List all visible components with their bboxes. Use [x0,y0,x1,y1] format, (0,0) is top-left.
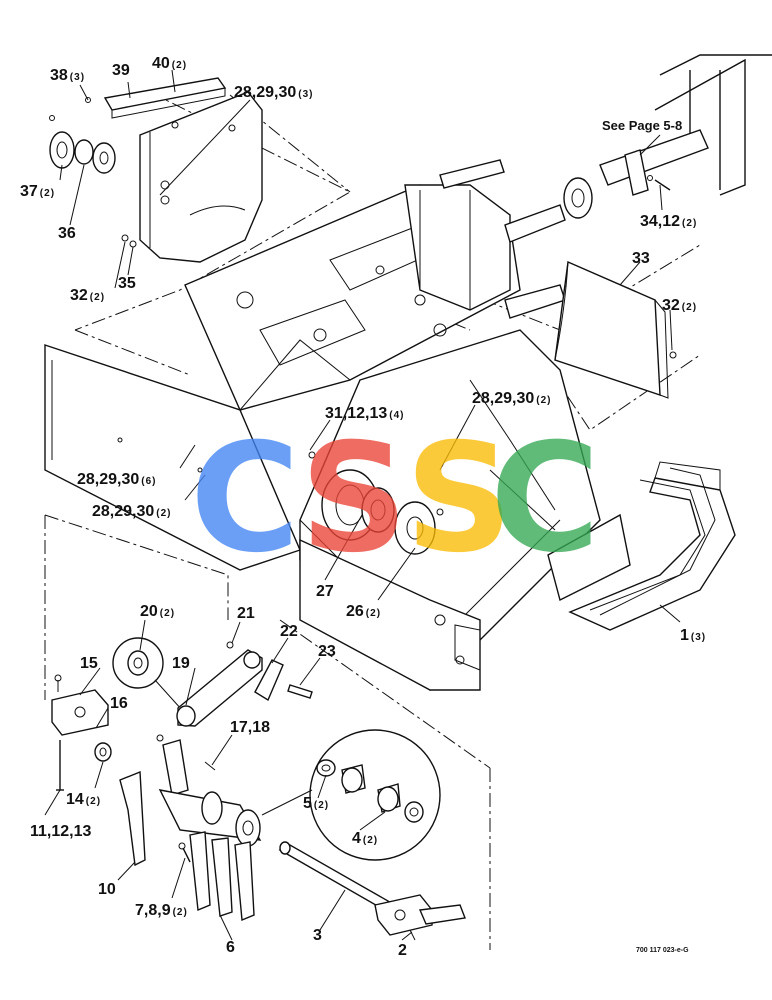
callout-19: 19 [172,655,190,672]
watermark-letter-4: C [490,412,600,586]
callout-15: 15 [80,655,98,672]
end-block-2 [374,894,433,936]
watermark: C S S C [190,412,600,586]
tine-6c [234,841,255,922]
callout-31-12-13: 31,12,13(4) [325,405,405,422]
callout-28-29-30-qty6: 28,29,30(6) [77,471,157,488]
rotor-assembly [119,729,466,941]
callout-2: 2 [398,942,407,959]
see-page-note: See Page 5-8 [602,118,682,133]
callout-4: 4(2) [352,830,378,847]
callout-22: 22 [280,623,298,640]
callout-38: 38(3) [50,67,85,84]
tine-6a [189,831,211,912]
callout-11-12-13: 11,12,13 [30,823,92,840]
shield-plate [139,91,263,263]
bearing-insert [361,487,395,533]
bracket-39 [103,77,227,111]
upper-shield-assembly [49,77,263,263]
skid-plate [547,513,631,602]
callout-5: 5(2) [303,795,329,812]
clevis-15 [51,689,109,736]
lower-linkage [51,637,313,796]
callout-16: 16 [110,695,128,712]
shaft-upper [504,204,566,243]
bushing-detail-45 [309,729,441,861]
plate-22 [254,659,284,702]
callout-3: 3 [313,927,322,944]
arm-19 [177,649,263,727]
callout-33: 33 [632,250,650,267]
u-joint [563,177,593,219]
bolt-23 [287,684,313,699]
callout-40: 40(2) [152,55,187,72]
bearing-flange-26 [394,501,436,555]
left-side-panel [44,344,301,571]
center-bearing-assembly [308,451,444,555]
flange-37 [49,131,75,169]
callout-14: 14(2) [66,791,101,808]
main-frame [44,159,677,692]
watermark-letter-1: C [190,412,300,586]
watermark-letter-2: S [300,412,408,586]
callout-28-29-30-qty2-b: 28,29,30(2) [92,503,172,520]
callout-20: 20(2) [140,603,175,620]
leader-lines [44,69,681,941]
callout-37: 37(2) [20,183,55,200]
callout-labels: 38(3) 39 40(2) 28,29,30(3) 37(2) 36 32(2… [20,55,706,959]
callout-34-12: 34,12(2) [640,213,697,230]
callout-35: 35 [118,275,136,292]
callout-36: 36 [58,225,76,242]
callout-6: 6 [226,939,235,956]
callout-27: 27 [316,583,334,600]
skid-shoes [568,461,736,631]
figure-number: 700 117 023-e-G [636,947,689,954]
callout-39: 39 [112,62,130,79]
tine-10 [119,770,146,867]
callout-17-18: 17,18 [230,719,270,736]
callout-28-29-30-qty2-a: 28,29,30(2) [472,390,552,407]
callout-28-29-30-qty3: 28,29,30(3) [234,84,314,101]
callout-23: 23 [318,643,336,660]
callout-32-top: 32(2) [70,287,105,304]
callout-32-right: 32(2) [662,297,697,314]
lower-box [299,538,481,691]
callout-21: 21 [237,605,255,622]
callout-10: 10 [98,881,116,898]
callout-1: 1(3) [680,627,706,644]
driveline-assembly [563,54,772,219]
drive-tube [599,129,709,186]
tine-6b [211,837,233,917]
shield-33 [554,260,661,396]
watermark-letter-3: S [405,412,513,586]
bracket-1718 [162,739,189,796]
callout-7-8-9: 7,8,9(2) [135,902,188,919]
callout-26: 26(2) [346,603,381,620]
skid-shoe-1 [568,477,736,631]
washer-14 [94,742,112,762]
bearing-36 [74,139,94,165]
